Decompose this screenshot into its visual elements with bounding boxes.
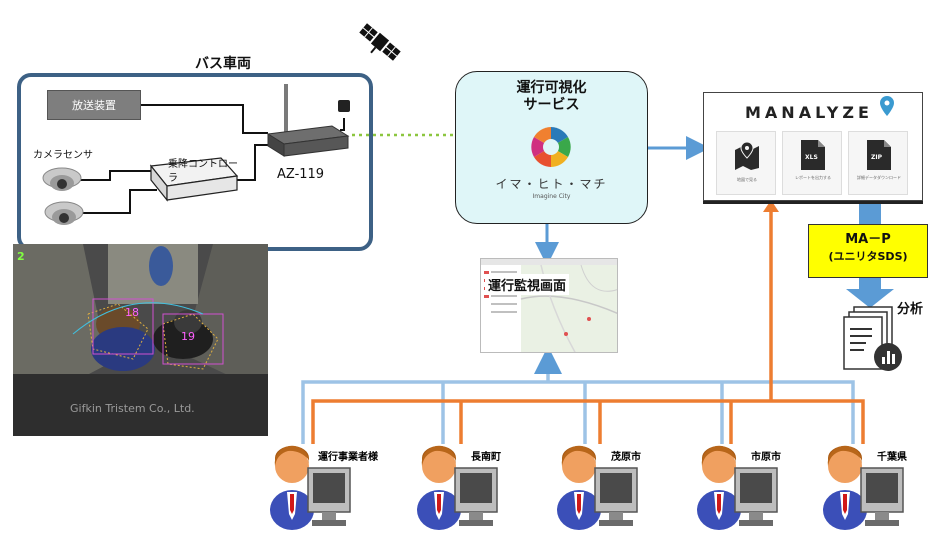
ma-p-title: MA－P [845, 232, 891, 247]
ma-p-subtitle: (ユニリタSDS) [828, 250, 908, 263]
service-logo-text: イマ・ヒト・マチ [495, 177, 608, 191]
manalyze-card-report[interactable]: XLS レポートを出力する [782, 131, 842, 195]
card-download-caption: 詳細データダウンロード [857, 175, 901, 180]
user-at-computer-icon [697, 445, 778, 530]
camera-watermark: Gifkin Tristem Co., Ltd. [70, 402, 195, 415]
xls-file-icon [801, 140, 825, 170]
user-at-computer-icon [557, 445, 638, 530]
user-label: 長南町 [471, 452, 501, 463]
camera-sensor-icon-2 [44, 201, 84, 225]
imagine-city-logo-icon [531, 127, 571, 167]
monitoring-screen-title: 運行監視画面 [485, 274, 570, 295]
camera-scene-illustration [13, 244, 268, 436]
card-report-caption: レポートを出力する [795, 175, 831, 180]
blue-user-bus [301, 380, 855, 444]
rider-controller-device [149, 157, 239, 202]
user-label: 市原市 [751, 452, 781, 463]
manalyze-card-map[interactable]: 地図で見る [716, 131, 776, 195]
satellite-icon [359, 23, 401, 61]
rider-controller-label: 乗降コントローラ [168, 159, 238, 184]
orange-arrowhead [763, 200, 779, 212]
xls-icon-text: XLS [805, 154, 818, 161]
monitoring-screen-image [480, 258, 618, 353]
analysis-shaft [859, 278, 881, 290]
broadcast-device: 放送装置 [47, 90, 141, 120]
broadcast-label: 放送装置 [72, 99, 116, 112]
bus-title: バス車両 [195, 56, 251, 72]
zip-file-icon [867, 140, 891, 170]
service-title: 運行可視化 サービス [455, 80, 648, 114]
service-title-line1: 運行可視化 [516, 80, 587, 96]
user-at-computer-icon [417, 445, 498, 530]
az119-router-icon [266, 84, 350, 157]
user-label: 運行事業者様 [318, 452, 378, 463]
wire-gps [340, 118, 345, 131]
map-icon [735, 141, 759, 170]
camera-view-image [13, 244, 268, 436]
ma-p-box [808, 224, 928, 278]
user-label: 千葉県 [877, 452, 907, 463]
orange-user-bus [311, 399, 865, 444]
card-map-caption: 地図で見る [737, 177, 757, 182]
wire-rider [228, 144, 268, 181]
camera-sensor-icon [42, 167, 82, 191]
camera-channel: 2 [17, 250, 25, 263]
wire-cam1 [78, 170, 155, 181]
camera-sensor-label: カメラセンサ [33, 150, 93, 161]
az119-label: AZ-119 [277, 167, 325, 182]
wire-broadcast [141, 104, 268, 134]
ma-p-shaft [859, 203, 881, 225]
user-at-computer-icon [270, 445, 351, 530]
service-logo-sub: Imagine City [532, 193, 571, 200]
service-title-line2: サービス [523, 97, 580, 113]
manalyze-title: MANALYZE [745, 103, 873, 122]
person-id-1: 18 [125, 306, 139, 319]
wire-cam2 [80, 189, 157, 214]
user-label: 茂原市 [611, 452, 641, 463]
analysis-arrowhead [846, 289, 894, 308]
analysis-label: 分析 [897, 302, 924, 317]
zip-icon-text: ZIP [871, 154, 882, 161]
person-id-2: 19 [181, 330, 195, 343]
analysis-report-icon [843, 306, 902, 371]
manalyze-card-download[interactable]: ZIP 詳細データダウンロード [848, 131, 908, 195]
map-pin-icon [880, 96, 894, 116]
user-at-computer-icon [823, 445, 904, 530]
